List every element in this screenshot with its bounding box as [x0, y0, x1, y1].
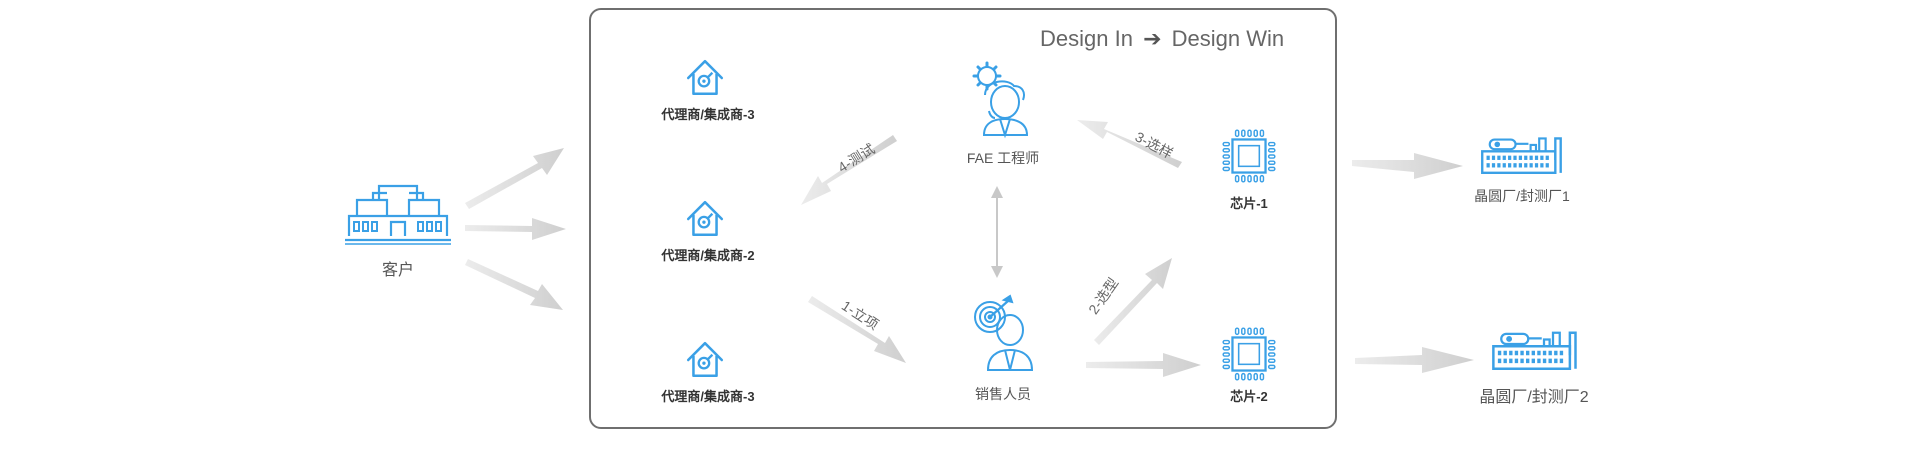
title-arrow-icon: ➔ [1143, 26, 1162, 51]
agent-bot-label: 代理商/集成商-3 [661, 389, 755, 404]
fae-label: FAE 工程师 [966, 150, 1040, 166]
arrow-fae-sales-bidirectional [991, 186, 1003, 278]
arrow-customer-to-agent-top [465, 148, 564, 209]
customer-building-icon [345, 184, 451, 245]
chip2-label: 芯片-2 [1230, 389, 1268, 404]
agent-top-label: 代理商/集成商-3 [661, 107, 755, 122]
sales-target-person-icon [974, 294, 1034, 371]
fab1-label: 晶圆厂/封测厂1 [1474, 188, 1570, 204]
arrow-chip2-to-fab2 [1355, 347, 1474, 373]
arrow-customer-to-agent-mid [465, 218, 566, 240]
arrow-sales-to-chip2 [1086, 353, 1201, 377]
title-design-in: Design In [1040, 26, 1133, 51]
arrow-agent-to-sales [808, 296, 906, 363]
arrow-fae-to-agent-mid [801, 135, 897, 205]
agent-mid-label: 代理商/集成商-2 [661, 248, 755, 263]
fae-engineer-icon [972, 61, 1029, 139]
factory-icon [1481, 137, 1562, 175]
chip1-label: 芯片-1 [1230, 196, 1268, 211]
sales-label: 销售人员 [975, 386, 1031, 402]
factory-icon [1492, 331, 1577, 370]
title-design-win: Design Win [1171, 26, 1285, 51]
diagram-title: Design In ➔ Design Win [1040, 26, 1284, 52]
arrow-customer-to-agent-bot [465, 259, 563, 310]
design-process-frame [589, 8, 1337, 429]
arrow-sales-to-chip1 [1094, 258, 1172, 345]
arrow-chip1-to-fab1 [1352, 153, 1463, 179]
arrow-chip1-to-fae [1077, 120, 1182, 168]
fab2-label: 晶圆厂/封测厂2 [1479, 389, 1589, 406]
customer-label: 客户 [381, 262, 415, 279]
